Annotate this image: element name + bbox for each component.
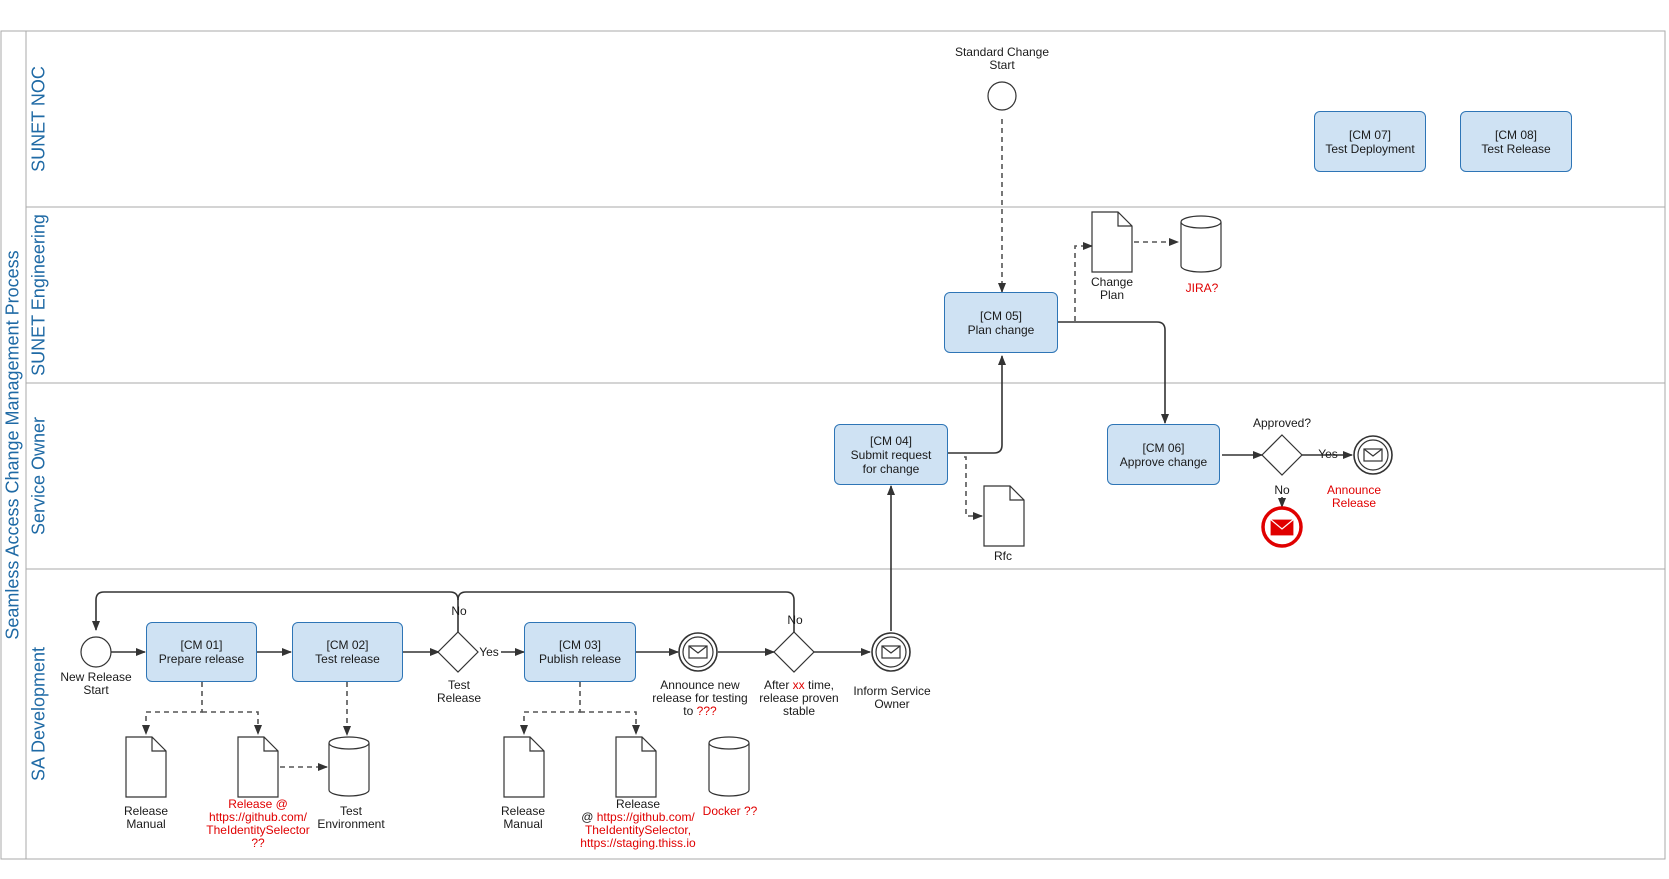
flow-stable-no-loop: [457, 591, 795, 632]
jira-label: JIRA?: [1185, 281, 1219, 295]
task-name-line2: for change: [862, 461, 920, 476]
announce-release-event: [1353, 435, 1393, 475]
task-cm04-submit-request[interactable]: [CM 04] Submit request for change: [834, 424, 948, 485]
standard-change-start-event: [987, 81, 1017, 111]
task-name: Plan change: [967, 322, 1035, 337]
lane-title-sa-development: SA Development: [28, 646, 49, 782]
test-environment-datastore: [328, 736, 370, 797]
stable-gateway-no-label: No: [787, 613, 803, 627]
stable-gateway: [773, 631, 815, 673]
task-name: Submit request: [850, 447, 932, 462]
associations: [142, 119, 1179, 771]
gateway-yes-label: Yes: [479, 645, 499, 659]
task-id: [CM 01]: [180, 638, 223, 652]
task-cm03-publish-release[interactable]: [CM 03] Publish release: [524, 622, 636, 682]
task-id: [CM 08]: [1494, 127, 1537, 142]
lane-title-sunet-engineering: SUNET Engineering: [28, 214, 49, 376]
test-release-gateway: [437, 631, 479, 673]
task-id: [CM 06]: [1142, 440, 1185, 455]
assoc-cm04-rfc: [964, 456, 983, 520]
release-github-label-2: Release @ https://github.com/ TheIdentit…: [580, 797, 696, 850]
approved-no-label: No: [1274, 483, 1290, 497]
task-id: [CM 04]: [869, 433, 912, 448]
gateway-no-label: No: [451, 604, 467, 618]
task-cm06-approve-change[interactable]: [CM 06] Approve change: [1107, 424, 1220, 485]
change-plan-document: [1091, 211, 1133, 273]
rfc-label: Rfc: [994, 549, 1012, 563]
rfc-document: [983, 485, 1025, 547]
task-name: Test release: [315, 652, 380, 666]
pool-title: Seamless Access Change Management Proces…: [2, 250, 23, 640]
flow-cm04-to-cm05: [948, 355, 1006, 454]
task-id: [CM 07]: [1348, 127, 1391, 142]
flow-cm05-to-cm06: [1058, 321, 1169, 424]
release-github-label: Release @https://github.com/ TheIdentity…: [206, 797, 310, 850]
approved-gateway-label: Approved?: [1252, 416, 1312, 430]
inform-service-owner-event: [871, 632, 911, 672]
task-id: [CM 05]: [979, 308, 1022, 323]
task-cm05-plan-change[interactable]: [CM 05] Plan change: [944, 292, 1058, 353]
task-id: [CM 03]: [558, 638, 601, 652]
assoc-cm01-release-manual: [142, 682, 203, 735]
release-manual-document-2: [503, 736, 545, 798]
task-name: Test Release: [1481, 141, 1551, 156]
assoc-cm01-release-github: [202, 711, 262, 735]
rejection-end-event: [1261, 506, 1303, 548]
approved-yes-label: Yes: [1318, 447, 1338, 461]
release-github-document: [237, 736, 279, 798]
task-cm08-test-release[interactable]: [CM 08] Test Release: [1460, 111, 1572, 172]
assoc-cm03-release-manual: [520, 682, 581, 735]
jira-datastore: [1180, 215, 1222, 273]
release-manual-document: [125, 736, 167, 798]
assoc-cm05-change-plan: [1074, 242, 1093, 321]
docker-label: Docker ??: [702, 804, 758, 818]
task-id: [CM 02]: [326, 638, 369, 652]
task-name: Test Deployment: [1325, 141, 1415, 156]
task-cm02-test-release[interactable]: [CM 02] Test release: [292, 622, 403, 682]
flow-test-no-loop: [92, 591, 459, 632]
task-name: Approve change: [1119, 454, 1208, 469]
new-release-start-event: [80, 636, 112, 668]
task-name: Prepare release: [158, 652, 245, 666]
task-cm01-prepare-release[interactable]: [CM 01] Prepare release: [146, 622, 257, 682]
docker-datastore: [708, 736, 750, 797]
task-name: Publish release: [538, 652, 622, 666]
task-cm07-test-deployment[interactable]: [CM 07] Test Deployment: [1314, 111, 1426, 172]
release-github-document-2: [615, 736, 657, 798]
lane-title-sunet-noc: SUNET NOC: [28, 66, 49, 172]
announce-testing-event: [678, 632, 718, 672]
assoc-cm03-release-github: [580, 711, 640, 735]
sequence-flows: [92, 321, 1353, 656]
approved-gateway: [1261, 434, 1303, 476]
lane-title-service-owner: Service Owner: [28, 416, 49, 536]
